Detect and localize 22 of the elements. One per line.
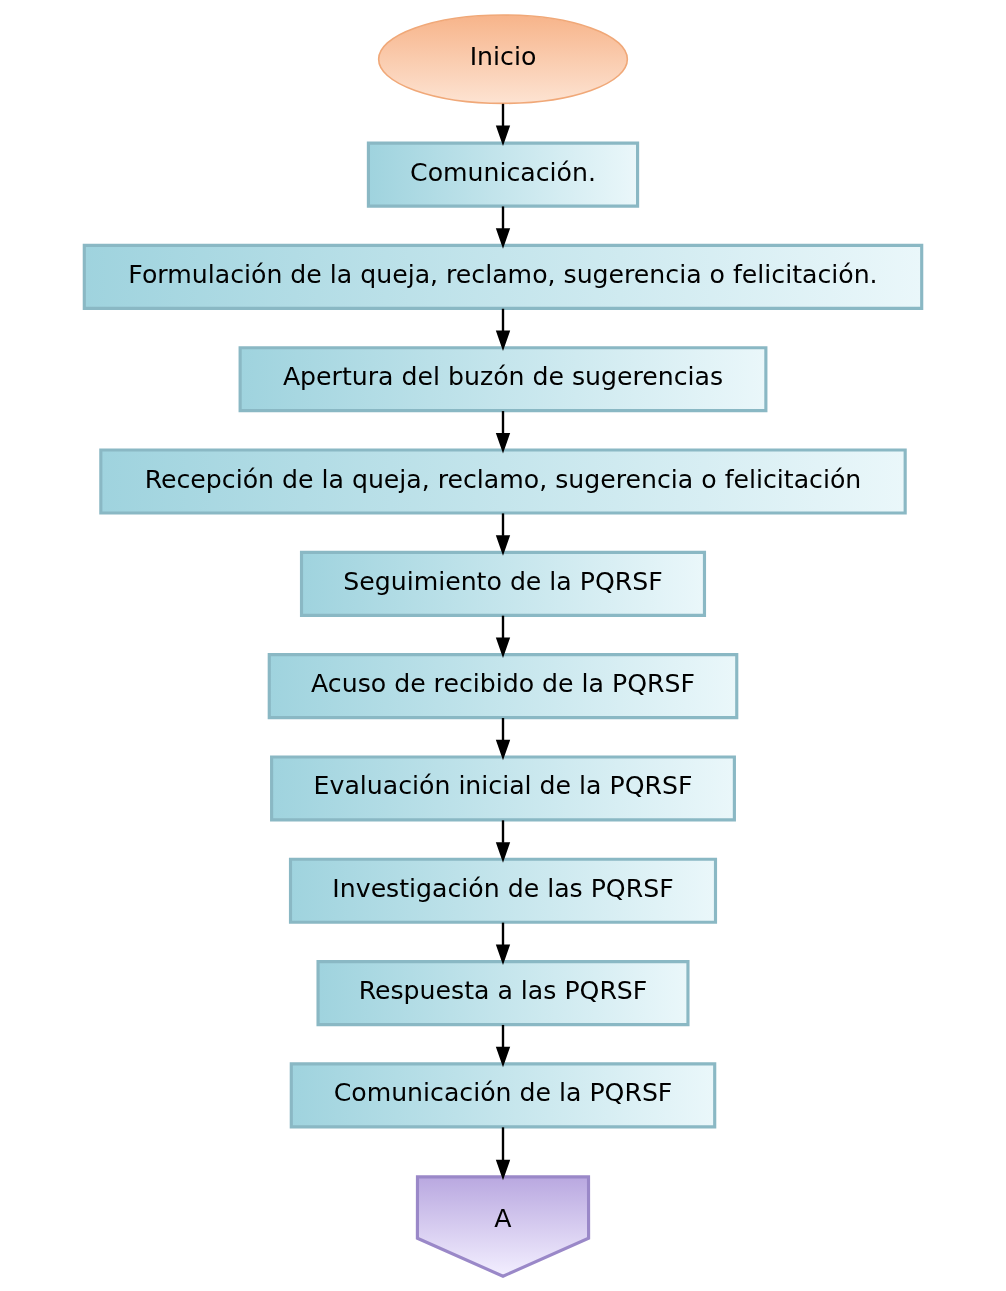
node-box: Comunicación de la PQRSF bbox=[289, 1062, 717, 1129]
arrow bbox=[495, 1127, 511, 1181]
node-ellipse: Inicio bbox=[377, 14, 629, 105]
node-box: Respuesta a las PQRSF bbox=[316, 960, 690, 1027]
arrow bbox=[495, 103, 511, 146]
node-box: Apertura del buzón de sugerencias bbox=[238, 346, 768, 413]
arrow bbox=[495, 922, 511, 965]
arrow bbox=[495, 206, 511, 249]
node-box: Recepción de la queja, reclamo, sugerencia o felicitación bbox=[99, 448, 907, 515]
node-box: Formulación de la queja, reclamo, sugerencia o felicitación. bbox=[82, 243, 924, 310]
node-box: Investigación de las PQRSF bbox=[288, 857, 718, 924]
node-box: Seguimiento de la PQRSF bbox=[299, 550, 707, 617]
arrow bbox=[495, 718, 511, 761]
arrow bbox=[495, 411, 511, 454]
node-box: Acuso de recibido de la PQRSF bbox=[267, 653, 739, 720]
arrow bbox=[495, 615, 511, 659]
node-box: Comunicación. bbox=[366, 141, 640, 208]
arrow bbox=[495, 308, 511, 352]
arrow bbox=[495, 513, 511, 556]
node-box: Evaluación inicial de la PQRSF bbox=[270, 755, 736, 822]
arrow bbox=[495, 820, 511, 863]
arrow bbox=[495, 1024, 511, 1068]
